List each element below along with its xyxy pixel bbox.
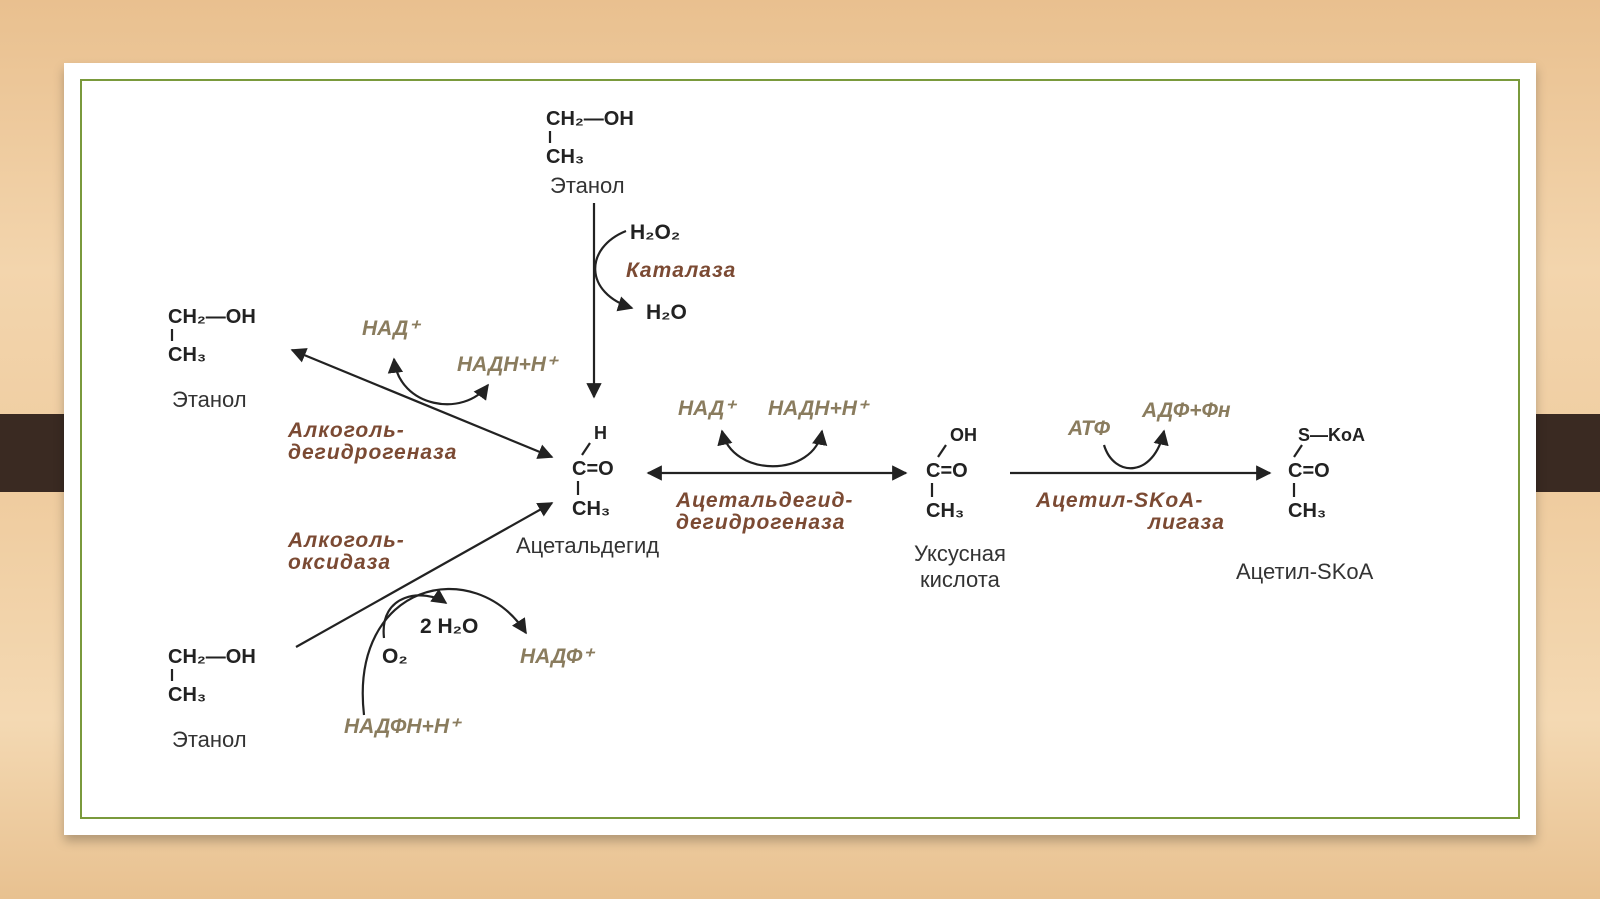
adh-label-1: Алкоголь- [287, 419, 405, 442]
nad-left-label: НАД⁺ [362, 317, 421, 340]
acetaldehyde-h: H [594, 423, 607, 443]
acetyl-scoa-ch3: CH₃ [1288, 500, 1326, 522]
acetic-acid-co: C=O [926, 460, 968, 482]
catalase-label: Каталаза [626, 259, 736, 282]
aldh-label-1: Ацетальдегид- [675, 489, 853, 512]
o2-label: O₂ [382, 645, 408, 668]
ethanol-top-name: Этанол [550, 173, 625, 198]
aldh-cofactor-arrow [717, 429, 828, 468]
ethanol-left: CH₂—OH CH₃ Этанол [168, 306, 256, 412]
ethanol-bottom-name: Этанол [172, 727, 247, 752]
nadh-mid-label: НАДН+Н⁺ [768, 397, 870, 420]
nad-mid-label: НАД⁺ [678, 397, 737, 420]
ligase-cofactor-arrow [1102, 429, 1169, 470]
acetyl-scoa-skoa: S—KoA [1298, 425, 1365, 445]
ligase-label-2: лигаза [1147, 511, 1225, 534]
acetyl-scoa-co: C=O [1288, 460, 1330, 482]
catalase-side-arrow [594, 229, 634, 312]
slide: CH₂—OH CH₃ Этанол H₂O₂ Каталаза H₂O CH₂—… [64, 63, 1536, 835]
ethanol-top-ch3: CH₃ [546, 146, 584, 168]
acetic-acid-name-2: кислота [920, 567, 1001, 592]
adh-arrow [290, 348, 554, 459]
ethanol-top: CH₂—OH CH₃ Этанол [546, 108, 634, 198]
nadh-left-label: НАДН+Н⁺ [457, 353, 559, 376]
acetic-acid-name-1: Уксусная [914, 541, 1006, 566]
pathway-diagram: CH₂—OH CH₃ Этанол H₂O₂ Каталаза H₂O CH₂—… [168, 108, 1374, 752]
h2o-label: H₂O [646, 301, 687, 324]
two-h2o-label: 2 H₂O [420, 615, 478, 638]
adh-label-2: дегидрогеназа [288, 441, 457, 464]
ethanol-left-name: Этанол [172, 387, 247, 412]
ethanol-left-ch3: CH₃ [168, 344, 206, 366]
acetic-acid: OH C=O CH₃ Уксусная кислота [914, 425, 1006, 592]
o2-h2o-arrow [382, 588, 448, 639]
ethanol-bottom: CH₂—OH CH₃ Этанол [168, 646, 256, 752]
ethanol-bottom-ch2oh: CH₂—OH [168, 646, 256, 668]
acetyl-scoa-name: Ацетил-SKoA [1236, 559, 1374, 584]
aox-label-1: Алкоголь- [287, 529, 405, 552]
ethanol-bottom-ch3: CH₃ [168, 684, 206, 706]
nadph-label: НАДФН+Н⁺ [344, 715, 462, 738]
nadp-label: НАДФ⁺ [520, 645, 595, 668]
aox-label-2: оксидаза [288, 551, 391, 574]
ethanol-top-ch2oh: CH₂—OH [546, 108, 634, 130]
acetaldehyde-co: C=O [572, 458, 614, 480]
ethanol-left-ch2oh: CH₂—OH [168, 306, 256, 328]
aldh-label-2: дегидрогеназа [676, 511, 845, 534]
acetic-acid-ch3: CH₃ [926, 500, 964, 522]
aox-arrow [295, 502, 554, 648]
adp-label: АДФ+Фн [1141, 399, 1231, 422]
h2o2-label: H₂O₂ [630, 221, 680, 244]
nadph-nadp-arrow [361, 587, 527, 716]
ligase-label-1: Ацетил-SKoA- [1035, 489, 1203, 512]
acetaldehyde-ch3: CH₃ [572, 498, 610, 520]
acetyl-scoa: S—KoA C=O CH₃ Ацетил-SKoA [1236, 425, 1374, 584]
acetaldehyde: H C=O CH₃ Ацетальдегид [516, 423, 659, 558]
adh-cofactor-arrow [387, 357, 489, 406]
atp-label: АТФ [1067, 417, 1111, 440]
acetaldehyde-name: Ацетальдегид [516, 533, 659, 558]
slide-frame [80, 79, 1520, 819]
acetic-acid-oh: OH [950, 425, 977, 445]
